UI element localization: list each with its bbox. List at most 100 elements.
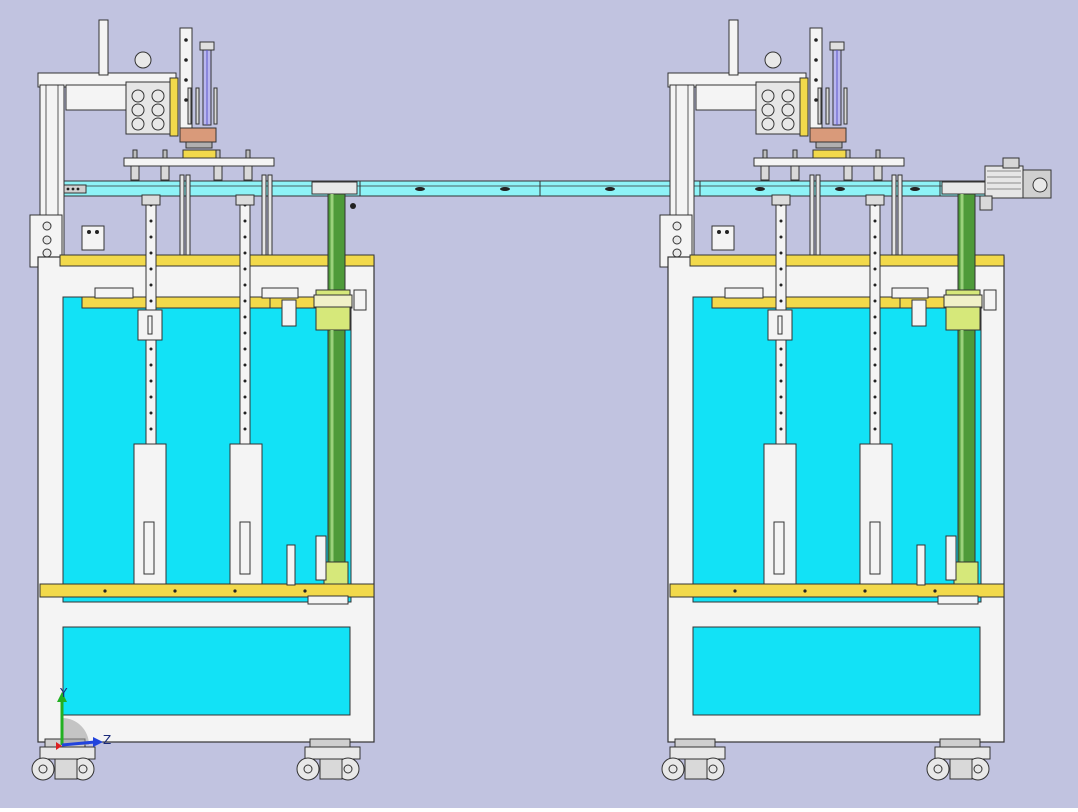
guide-pin — [195, 87, 200, 125]
right-station — [659, 19, 1005, 781]
guide-pin — [817, 87, 822, 125]
slide-block — [911, 299, 927, 327]
base-bracket — [945, 535, 957, 581]
bolt-hole — [149, 219, 153, 223]
upright-post — [728, 19, 739, 76]
foot-plate — [307, 595, 349, 605]
caster-fork — [39, 746, 96, 760]
triad-z-arrow — [93, 737, 103, 747]
bolt-hole — [243, 363, 247, 367]
bolt-hole — [873, 283, 877, 287]
caster-hub — [973, 764, 983, 774]
bolt-hole — [243, 283, 247, 287]
gripper-plate — [815, 141, 843, 149]
slide-slot — [777, 315, 783, 335]
block-slot — [143, 521, 155, 575]
foot-plate — [937, 595, 979, 605]
lift-block — [859, 443, 893, 585]
bolt-hole — [184, 98, 188, 102]
bolt-hole — [149, 379, 153, 383]
bolt-hole — [243, 299, 247, 303]
bolt-hole — [873, 395, 877, 399]
bolt-hole — [779, 299, 783, 303]
plate-standoff — [873, 165, 883, 181]
guide-shaft — [261, 174, 267, 256]
bolt-hole — [149, 235, 153, 239]
bolt-hole — [779, 267, 783, 271]
caster-mount — [939, 738, 981, 748]
drive-motor — [979, 157, 1052, 211]
side-clip — [983, 289, 997, 311]
nut-flange — [943, 294, 983, 308]
lift-block — [133, 443, 167, 585]
bottom-rail-yellow — [669, 583, 1005, 598]
nut-flange — [313, 294, 353, 308]
guide-pin — [825, 87, 830, 125]
guide-pin — [843, 87, 848, 125]
bolt-hole — [725, 230, 729, 234]
bolt-hole — [184, 78, 188, 82]
plate-screw — [762, 149, 768, 159]
bolt-hole — [873, 427, 877, 431]
small-post — [916, 544, 926, 586]
caster-fork — [934, 746, 991, 760]
motor-bracket — [979, 195, 993, 211]
block-slot — [773, 521, 785, 575]
plate-standoff — [213, 165, 223, 181]
bolt-hole — [149, 363, 153, 367]
gear — [761, 103, 775, 117]
bolt-hole — [71, 187, 75, 191]
bolt-hole — [779, 283, 783, 287]
gear — [131, 103, 145, 117]
bolt-hole — [863, 589, 867, 593]
gear — [781, 117, 795, 131]
bolt-hole — [814, 98, 818, 102]
slotted-bar — [869, 194, 881, 446]
gear — [131, 89, 145, 103]
bolt-hole — [873, 379, 877, 383]
slide-block — [281, 299, 297, 327]
guide-shaft — [809, 174, 815, 256]
gripper-head — [809, 127, 847, 143]
triad-z-label: Z — [103, 733, 111, 747]
caster-mount — [309, 738, 351, 748]
caster-hub — [38, 764, 48, 774]
bolt-hole — [243, 411, 247, 415]
bolt-hole — [717, 230, 721, 234]
bolt-hole — [779, 411, 783, 415]
guide-shaft — [267, 174, 273, 256]
bolt-hole — [149, 347, 153, 351]
conveyor-slot — [755, 187, 765, 191]
rail-cap — [724, 287, 764, 299]
small-post — [286, 544, 296, 586]
conveyor-slot — [500, 187, 510, 191]
gear — [781, 89, 795, 103]
caster-hub — [78, 764, 88, 774]
bolt-hole — [243, 315, 247, 319]
bolt-hole — [873, 251, 877, 255]
bolt-hole — [779, 219, 783, 223]
conveyor-body — [59, 180, 991, 197]
gear-housing-left — [695, 84, 757, 111]
middle-rail-yellow — [711, 296, 983, 309]
bolt-hole — [814, 58, 818, 62]
bolt-hole — [873, 219, 877, 223]
lift-block — [229, 443, 263, 585]
conveyor-slot — [835, 187, 845, 191]
gear — [151, 103, 165, 117]
block-slot — [239, 521, 251, 575]
caster-hub — [668, 764, 678, 774]
bolt-hole — [873, 347, 877, 351]
rail-cap — [261, 287, 299, 299]
bolt-hole — [184, 58, 188, 62]
bracket-bolt — [672, 235, 682, 245]
bolt-hole — [149, 411, 153, 415]
guide-shaft — [185, 174, 191, 256]
bolt-hole — [873, 363, 877, 367]
gear — [761, 89, 775, 103]
bar-clamp — [141, 194, 161, 206]
motor-shaft — [1032, 177, 1048, 193]
plate-standoff — [160, 165, 170, 181]
bracket-bolt — [42, 221, 52, 231]
